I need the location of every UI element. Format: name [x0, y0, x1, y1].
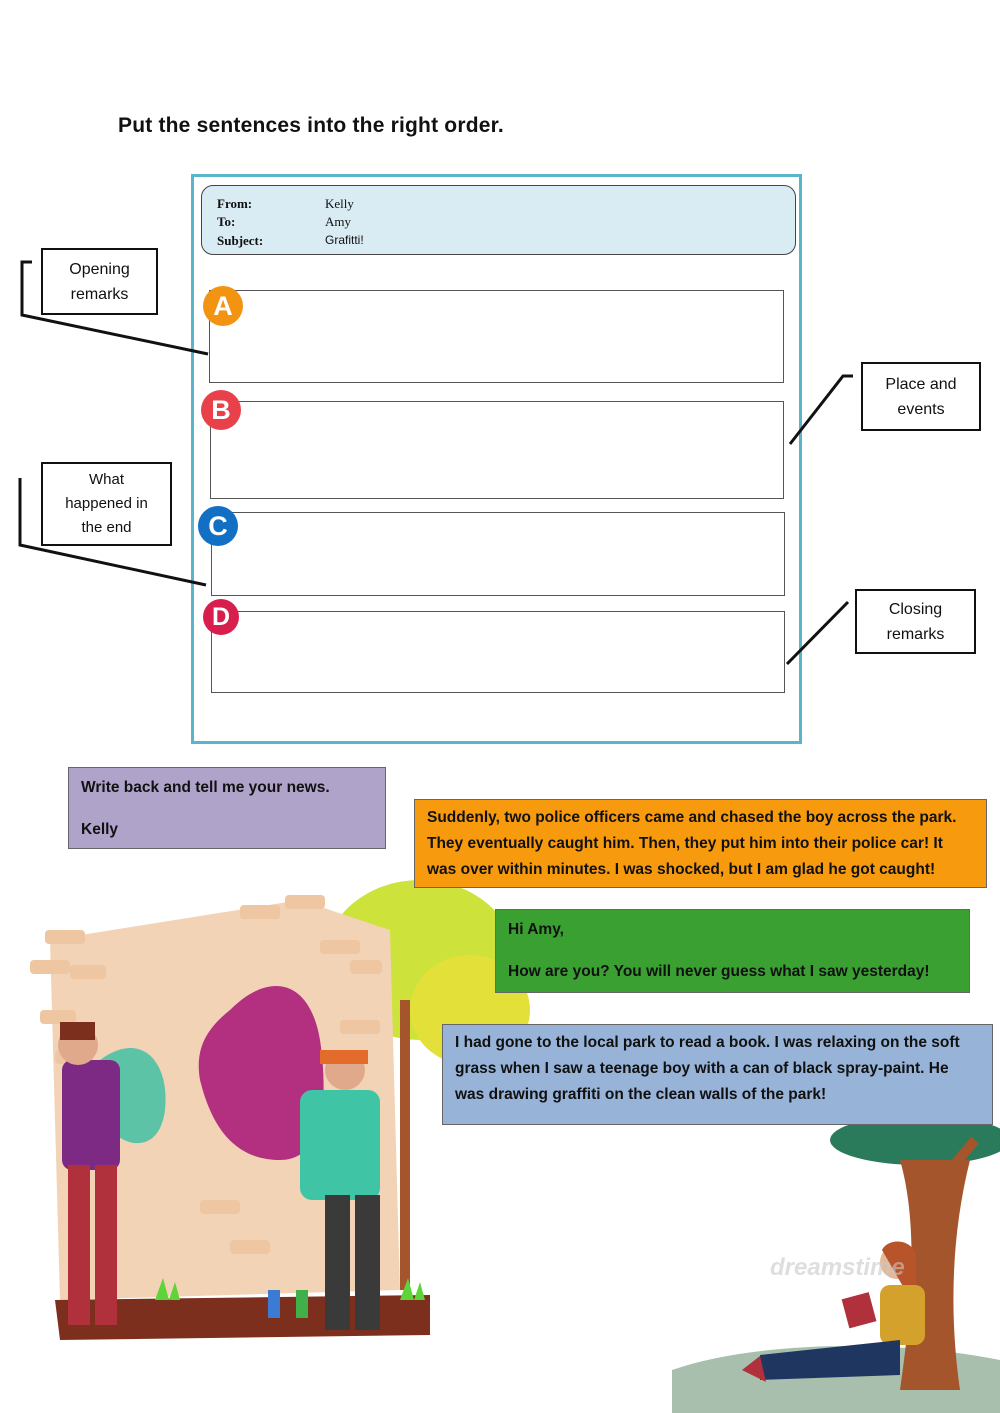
to-label: To:: [217, 214, 236, 229]
from-label: From:: [217, 196, 253, 211]
badge-d: D: [203, 599, 239, 635]
drop-slot-c[interactable]: [211, 512, 785, 596]
card-closing-line1: Write back and tell me your news.: [81, 779, 330, 796]
label-closing-text: Closing remarks: [886, 600, 945, 643]
label-opening-remarks: Opening remarks: [41, 248, 158, 315]
card-closing-remarks[interactable]: Write back and tell me your news. Kelly: [68, 767, 386, 849]
drop-slot-a[interactable]: [209, 290, 784, 383]
drop-slot-b[interactable]: [210, 401, 784, 499]
card-opening-line2: How are you? You will never guess what I…: [508, 963, 930, 980]
badge-a: A: [203, 286, 243, 326]
card-place-text: I had gone to the local park to read a b…: [455, 1034, 960, 1103]
badge-c: C: [198, 506, 238, 546]
from-value: Kelly: [325, 196, 354, 211]
card-opening-line1: Hi Amy,: [508, 921, 564, 938]
card-place-events[interactable]: I had gone to the local park to read a b…: [442, 1024, 993, 1125]
label-closing-remarks: Closing remarks: [855, 589, 976, 654]
label-place-text: Place and events: [885, 375, 957, 418]
email-header: From: Kelly To: Amy Subject: Grafitti!: [201, 185, 796, 255]
watermark: dreamstime: [770, 1254, 905, 1281]
card-opening-remarks[interactable]: Hi Amy, How are you? You will never gues…: [495, 909, 970, 993]
badge-b: B: [201, 390, 241, 430]
drop-slot-d[interactable]: [211, 611, 785, 693]
subject-value: Grafitti!: [325, 233, 364, 247]
to-value: Amy: [325, 214, 351, 229]
card-what-happened[interactable]: Suddenly, two police officers came and c…: [414, 799, 987, 888]
email-frame: [191, 174, 802, 744]
label-what-happened: What happened in the end: [41, 462, 172, 546]
label-opening-text: Opening remarks: [69, 260, 130, 303]
page-title: Put the sentences into the right order.: [118, 114, 504, 137]
label-place-events: Place and events: [861, 362, 981, 431]
label-end-text: What happened in the end: [65, 471, 148, 536]
card-closing-line2: Kelly: [81, 821, 119, 838]
card-ending-text: Suddenly, two police officers came and c…: [427, 809, 957, 878]
subject-label: Subject:: [217, 233, 264, 248]
